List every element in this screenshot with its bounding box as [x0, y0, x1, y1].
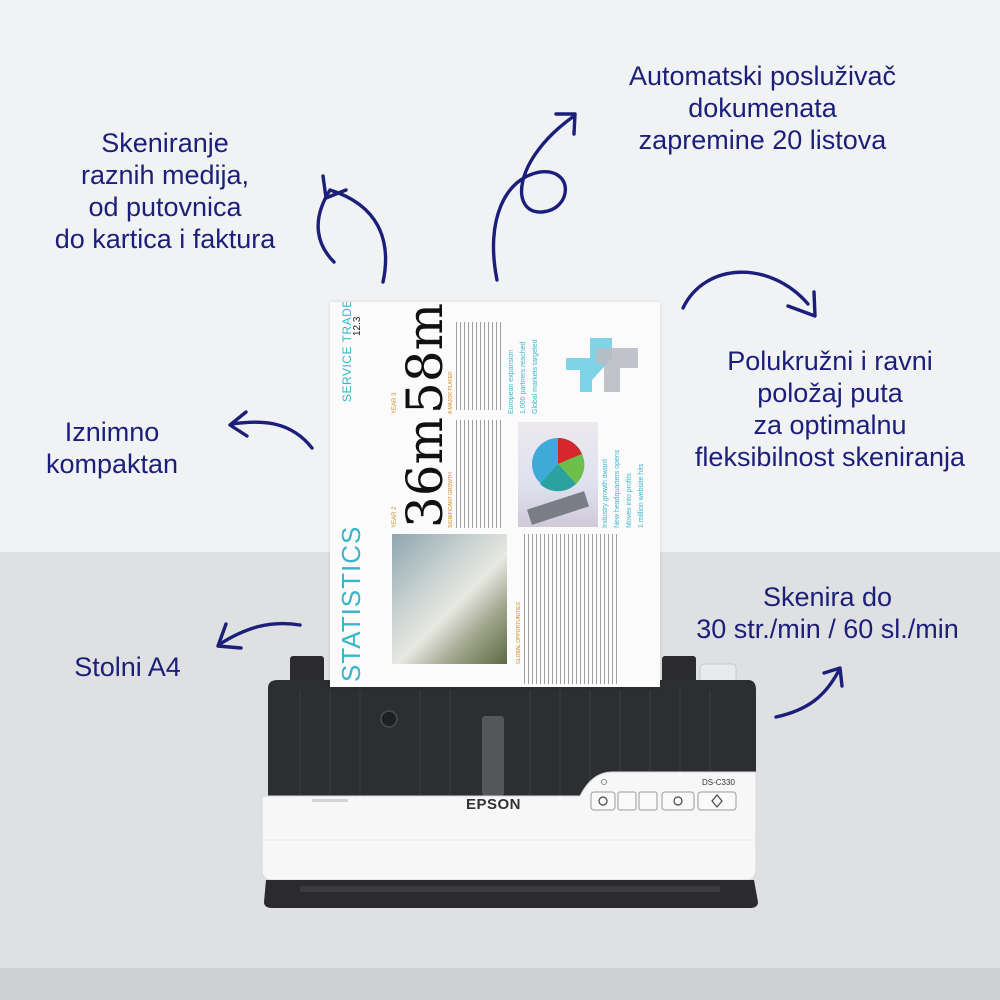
- blank-button-1: [617, 791, 637, 811]
- sample-document: SERVICE TRADERS 12.3 STATISTICS YEAR 2 3…: [330, 302, 660, 687]
- scanner-top-cover: [268, 680, 756, 798]
- doc-issue: 12.3: [352, 316, 363, 336]
- doc-photo-chart: [518, 422, 598, 527]
- left-paper-guide: [290, 656, 324, 686]
- callout-size: Stolni A4: [74, 652, 181, 682]
- doc-logo: [566, 338, 638, 392]
- background-floor: [0, 968, 1000, 1000]
- scanner-model: DS-C330: [702, 778, 735, 787]
- output-tray: [264, 880, 758, 908]
- doc-player-heading: A MAJOR PLAYER: [448, 371, 454, 414]
- control-panel: [590, 779, 737, 811]
- center-paper-guide: [482, 716, 504, 796]
- scanner-brand: EPSON: [466, 796, 522, 813]
- right-paper-guide: [662, 656, 696, 686]
- blank-button-2: [638, 791, 658, 811]
- doc-photo-office: [392, 534, 507, 664]
- doc-text-column-1: [456, 420, 504, 528]
- release-button: [380, 710, 398, 728]
- stop-button: [661, 791, 695, 811]
- doc-year2-value: 36m: [396, 416, 454, 528]
- doc-text-column-3: [524, 534, 618, 684]
- doc-year3-value: 58m: [396, 302, 454, 414]
- doc-statistics: STATISTICS: [336, 525, 366, 682]
- doc-opportunities-heading: GLOBAL OPPORTUNITIES: [516, 602, 522, 664]
- doc-text-column-2: [456, 322, 504, 410]
- power-button: [590, 791, 616, 811]
- doc-growth-heading: SIGNIFICANT GROWTH: [448, 472, 454, 528]
- start-button: [697, 791, 737, 811]
